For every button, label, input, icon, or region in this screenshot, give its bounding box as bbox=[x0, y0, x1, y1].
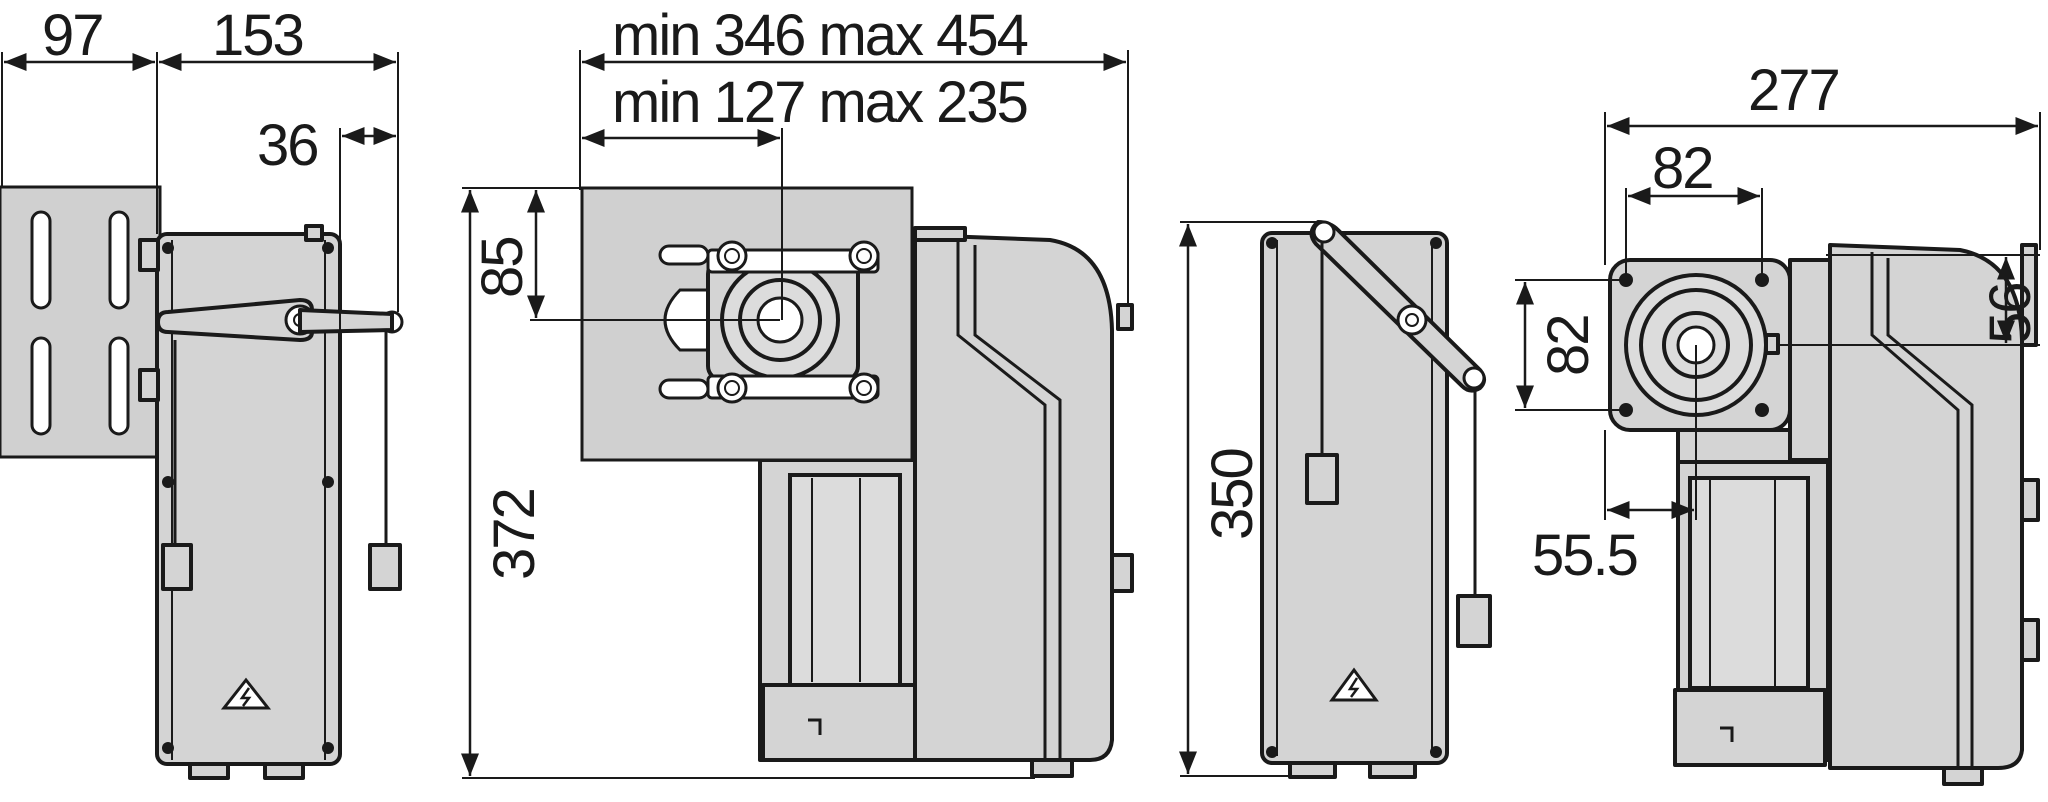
lever-arm bbox=[156, 298, 314, 342]
cord-plug bbox=[368, 543, 402, 591]
dim-85: 85 bbox=[470, 237, 535, 298]
plate-slot bbox=[108, 210, 130, 310]
dim-153: 153 bbox=[212, 3, 303, 68]
dim-372: 372 bbox=[482, 489, 547, 580]
cord-plug bbox=[1456, 594, 1492, 648]
cord-plug bbox=[1305, 453, 1339, 505]
dim-82-top: 82 bbox=[1652, 136, 1713, 201]
bracket-bolt bbox=[138, 368, 160, 402]
dim-97: 97 bbox=[42, 3, 103, 68]
dim-56: 56 bbox=[1978, 283, 2043, 344]
dim-range-overall: min 346 max 454 bbox=[612, 3, 1028, 68]
view-right bbox=[1608, 243, 2040, 786]
mounting-plate bbox=[0, 185, 162, 459]
plate-slot bbox=[108, 336, 130, 436]
view-side-left bbox=[0, 185, 404, 780]
warning-electric-icon bbox=[220, 677, 272, 710]
dimension-labels: 97 153 36 min 346 max 454 min 127 max 23… bbox=[42, 3, 2043, 588]
dim-range-arm: min 127 max 235 bbox=[612, 70, 1027, 135]
warning-electric-icon bbox=[1329, 667, 1379, 702]
dim-55-5: 55.5 bbox=[1532, 523, 1637, 588]
plate-slot bbox=[30, 336, 52, 436]
dim-36: 36 bbox=[257, 113, 318, 178]
motor-housing-rear bbox=[1260, 231, 1449, 765]
view-rear bbox=[1260, 220, 1492, 779]
plate-slot bbox=[30, 210, 52, 310]
dimension-lines bbox=[1, 50, 2041, 779]
dim-82-side: 82 bbox=[1536, 315, 1601, 376]
motor-cylinder bbox=[788, 473, 902, 687]
dim-350: 350 bbox=[1200, 449, 1265, 540]
motor-housing-front bbox=[913, 233, 1114, 762]
cord-plug bbox=[161, 543, 193, 591]
bracket-bolt bbox=[138, 238, 160, 272]
dim-277: 277 bbox=[1748, 58, 1839, 123]
view-front-middle bbox=[580, 186, 1134, 778]
